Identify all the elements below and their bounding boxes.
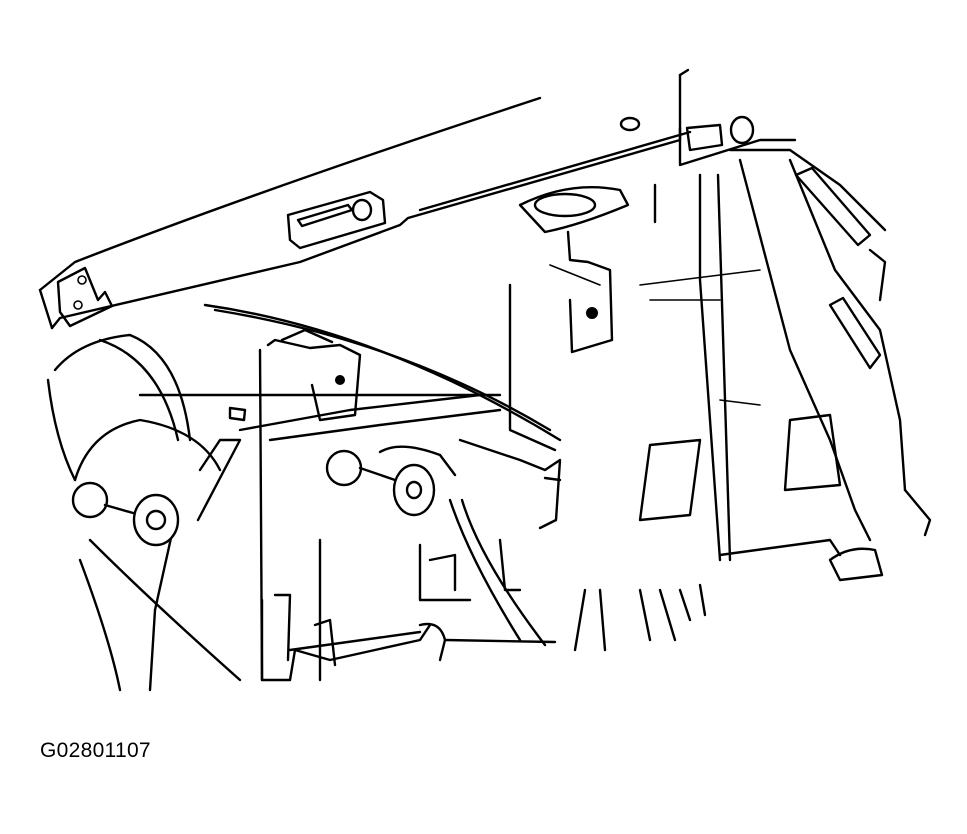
- crossmember: [138, 393, 562, 530]
- figure-id-label: G02801107: [40, 739, 151, 762]
- lower-linkage: [260, 538, 707, 682]
- middle-bracket: [228, 328, 362, 682]
- mechanical-illustration: [38, 68, 932, 692]
- center-fastener: [325, 445, 547, 647]
- center-panel: [203, 173, 842, 562]
- upper-panel: [38, 96, 692, 330]
- right-pillar: [678, 68, 932, 582]
- left-housing: [46, 333, 242, 692]
